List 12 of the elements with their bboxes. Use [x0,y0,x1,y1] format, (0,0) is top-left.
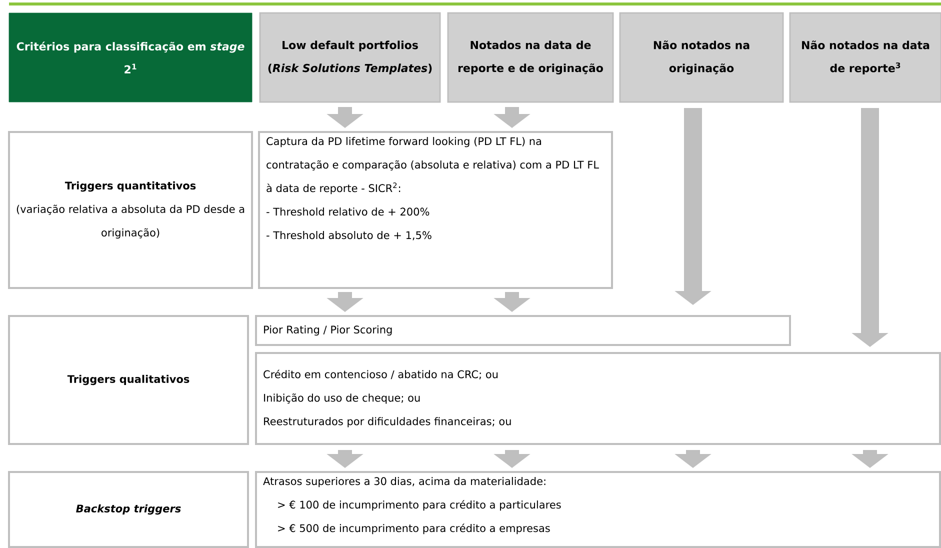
column-header: Notados na data de reporte e de originação [447,12,614,103]
criteria-box: Pior Rating / Pior Scoring [255,315,791,346]
criteria-box: Captura da PD lifetime forward looking (PD LT FL) na contratação e comparação (absoluta e relativa) com a PD LT FL à data de reporte - SICR$^{2}$: - Threshold relativo de + 200% - Threshold absoluto de + 1,5% [258,131,613,289]
column-header: Não notados na data de reporte$^{3}$ [789,12,941,103]
criteria-box: Atrasos superiores a 30 dias, acima da materialidade: > € 100 de incumprimento para crédito a particulares > € 500 de incumprimento para crédito a empresas [255,471,941,548]
criteria-box: Crédito em contencioso / abatido na CRC; ou Inibição do uso de cheque; ou Reestruturados por dificuldades financeiras; ou [255,352,941,445]
criteria-header: Critérios para classificação em stage 2$^{1}$ [8,12,252,102]
column-header: Low default portfolios (Risk Solutions Templates) [259,12,441,103]
row-label-box: Triggers qualitativos [8,315,249,445]
row-label-box: Backstop triggers [8,471,249,548]
row-label-box: Triggers quantitativos (variação relativa a absoluta da PD desde a originação) [8,131,253,289]
column-header: Não notados na originação [619,12,784,103]
